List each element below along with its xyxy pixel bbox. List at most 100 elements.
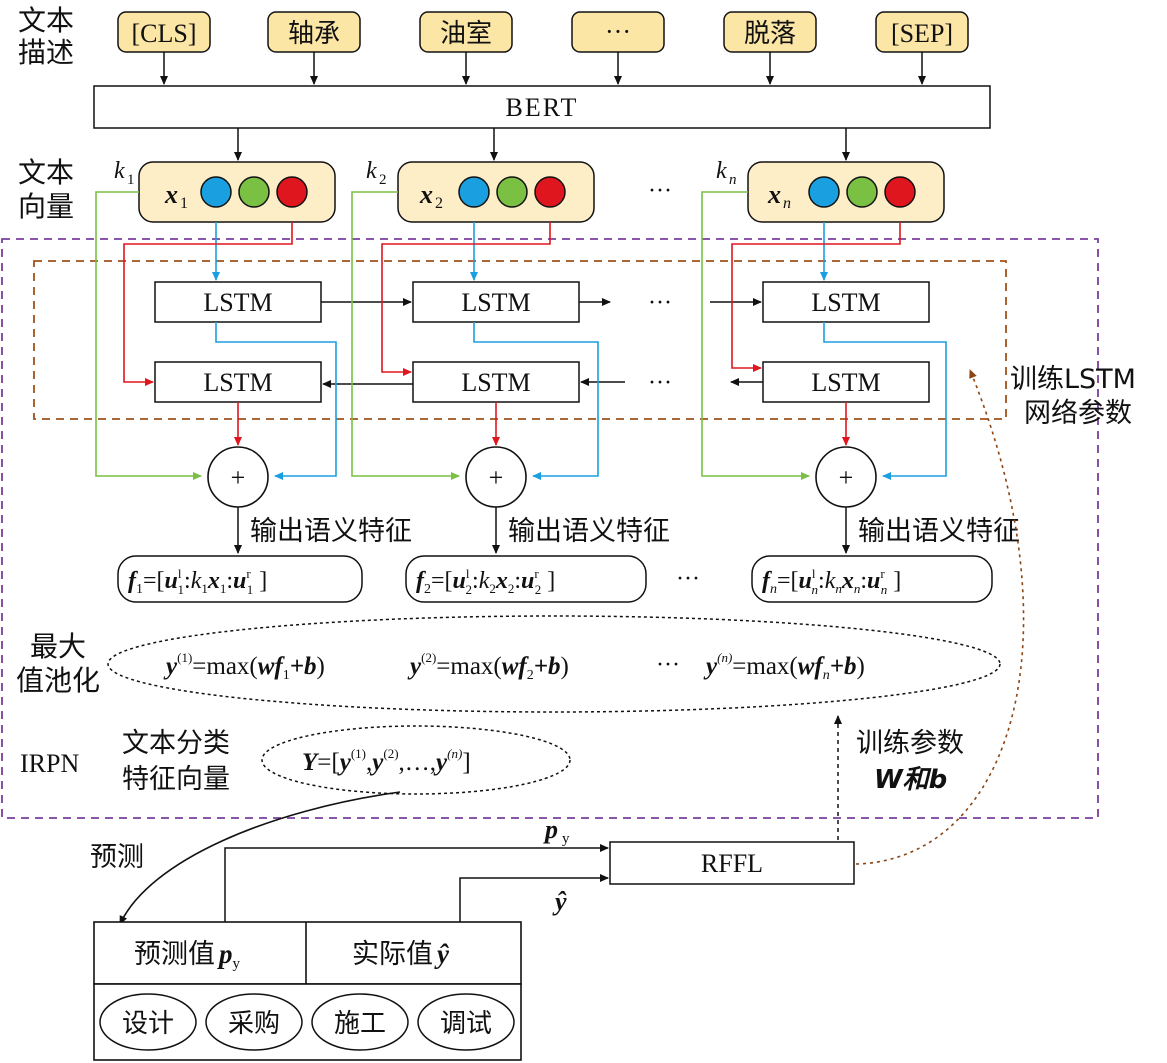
feature-box	[751, 555, 993, 603]
lstm-region	[33, 260, 1007, 420]
label-text-vec-1: 文本	[18, 156, 74, 189]
vector-group-2: x 2 k 2	[366, 158, 595, 223]
stage-ellipses: 设计 采购 施工 调试	[99, 993, 515, 1051]
vector-x-sub: n	[783, 195, 791, 212]
blue-dot	[808, 176, 840, 208]
stage-commissioning	[417, 993, 515, 1051]
green-dot	[238, 176, 270, 208]
token-label: 油室	[440, 19, 492, 49]
red-dot	[534, 176, 566, 208]
green-dot	[846, 176, 878, 208]
blue-dot	[200, 176, 232, 208]
stage-purchase	[205, 993, 303, 1051]
lstm-label: LSTM	[811, 288, 880, 317]
k-sub: 2	[379, 172, 387, 188]
k-label: k	[716, 158, 727, 184]
lstm-chain-arrows	[321, 298, 763, 388]
rffl-box	[609, 841, 855, 885]
green-paths	[95, 191, 810, 480]
red-paths	[123, 222, 901, 446]
lstm-label: LSTM	[811, 368, 880, 397]
vector-x: x	[767, 180, 781, 209]
label-train-params: 训练参数	[856, 728, 964, 759]
label-train-params-sub: W和b	[874, 765, 947, 795]
vector-x: x	[419, 180, 433, 209]
token-arrows	[160, 52, 926, 85]
bert-box	[93, 85, 991, 129]
stage-label: 调试	[440, 1009, 492, 1039]
lstm-forward-n	[762, 281, 930, 323]
yhat-label: ŷ	[552, 887, 567, 916]
lstm-label: LSTM	[461, 288, 530, 317]
plus-sign: +	[839, 463, 854, 492]
token-label: 轴承	[288, 19, 340, 49]
bert-label: BERT	[506, 93, 579, 122]
blue-dot	[458, 176, 490, 208]
stage-construction	[311, 993, 409, 1051]
stage-label: 设计	[122, 1009, 174, 1039]
plus-sign: +	[231, 463, 246, 492]
vector-x: x	[164, 180, 178, 209]
token-label: 脱落	[744, 19, 796, 49]
stage-label: 施工	[334, 1009, 386, 1039]
class-vector-formula: Y=[y(1),y(2),…,y(n)]	[302, 746, 471, 776]
feature-box	[117, 555, 363, 603]
lstm-ellipsis-bottom: ···	[648, 370, 672, 396]
rffl-input-arrows	[224, 844, 609, 922]
label-max-pool-2: 值池化	[16, 664, 100, 697]
py-label: p	[543, 815, 558, 844]
blue-paths	[212, 222, 947, 480]
vector-x-sub: 1	[180, 195, 188, 212]
feature-ellipsis: ···	[676, 566, 700, 592]
output-label-1: 输出语义特征	[250, 516, 412, 547]
label-train-lstm-1: 训练LSTM	[1010, 364, 1136, 395]
py-sub: y	[562, 831, 570, 847]
token-label: ···	[605, 17, 631, 46]
lstm-label: LSTM	[203, 368, 272, 397]
bert-arrows	[234, 128, 850, 161]
vector-group-n: x n k n	[716, 158, 945, 223]
output-label-2: 输出语义特征	[508, 516, 670, 547]
token-boxes: [CLS] 轴承 油室 ··· 脱落 [SEP]	[117, 11, 969, 53]
label-max-pool-1: 最大	[30, 630, 86, 663]
token-label: [CLS]	[132, 19, 197, 48]
stage-design	[99, 993, 197, 1051]
label-predict: 预测	[90, 842, 144, 873]
vector-ellipsis: ···	[648, 178, 672, 204]
green-dot	[496, 176, 528, 208]
maxpool-formula-2: y(2)=max(wf2+b)	[407, 650, 569, 683]
stage-label: 采购	[228, 1009, 280, 1039]
red-dot	[884, 176, 916, 208]
k-sub: 1	[127, 172, 135, 188]
lstm-backward-n	[762, 361, 930, 403]
output-label-n: 输出语义特征	[858, 516, 1020, 547]
k-label: k	[114, 158, 125, 184]
token-label: [SEP]	[891, 19, 953, 48]
predict-arrow	[119, 791, 401, 925]
k-label: k	[366, 158, 377, 184]
maxpool-formula-1: y(1)=max(wf1+b)	[163, 650, 325, 683]
lstm-backward-1	[154, 361, 322, 403]
lstm-label: LSTM	[461, 368, 530, 397]
rffl-label: RFFL	[701, 849, 763, 878]
maxpool-ellipsis: ···	[656, 652, 680, 678]
output-arrows	[234, 507, 850, 554]
lstm-boxes: LSTM LSTM LSTM LSTM LSTM LSTM	[154, 281, 930, 403]
label-irpn: IRPN	[20, 749, 79, 778]
concat-nodes: + + +	[207, 446, 877, 508]
label-class-vec-2: 特征向量	[122, 764, 230, 795]
label-class-vec-1: 文本分类	[122, 728, 230, 759]
label-text-vec-2: 向量	[18, 190, 74, 223]
train-lstm-arrow	[855, 369, 1025, 865]
class-vector-ellipse	[261, 725, 571, 795]
lstm-label: LSTM	[203, 288, 272, 317]
plus-sign: +	[489, 463, 504, 492]
red-dot	[276, 176, 308, 208]
label-train-lstm-2: 网络参数	[1024, 398, 1132, 429]
